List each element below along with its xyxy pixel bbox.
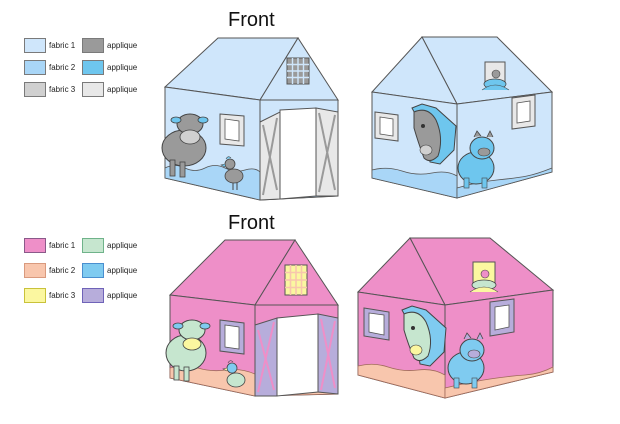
swatch (24, 263, 46, 278)
door-cross (262, 117, 278, 196)
horse-applique (401, 305, 447, 367)
legend-item: applique (82, 263, 137, 278)
legend-item: fabric 2 (24, 60, 75, 75)
legend-label: applique (107, 266, 138, 275)
legend-item: fabric 2 (24, 263, 75, 278)
grass-strip (371, 167, 458, 199)
window-pane (224, 324, 240, 350)
door-cross (320, 318, 336, 391)
window-pane (368, 312, 385, 336)
legend-label: fabric 3 (49, 85, 76, 94)
legend-label: applique (107, 85, 138, 94)
bird-applique (469, 269, 499, 293)
blue-barn-back-view (370, 36, 554, 199)
swatch (24, 38, 46, 53)
legend-item: applique (82, 82, 137, 97)
chicken-applique (222, 360, 246, 388)
pink-barn-back-view (356, 237, 555, 399)
pig-applique (447, 332, 485, 389)
chicken-applique (220, 156, 244, 190)
legend-item: applique (82, 38, 137, 53)
horse-applique (411, 103, 457, 165)
variant-2-title: Front (228, 212, 275, 234)
door-opening (276, 313, 319, 397)
legend-label: fabric 1 (49, 241, 76, 250)
swatch (24, 288, 46, 303)
legend-item: fabric 1 (24, 38, 75, 53)
legend-item: fabric 1 (24, 238, 75, 253)
swatch (82, 263, 104, 278)
variant-1-title: Front (228, 9, 275, 31)
legend-label: applique (107, 63, 138, 72)
blue-barn-front-view (161, 37, 339, 201)
door-opening (279, 107, 317, 200)
legend-item: fabric 3 (24, 82, 75, 97)
cow-applique (161, 113, 209, 178)
door-cross (318, 112, 336, 193)
swatch (82, 288, 104, 303)
legend-item: applique (82, 288, 137, 303)
swatch (82, 238, 104, 253)
pig-applique (457, 130, 495, 189)
door-cross (257, 321, 275, 393)
swatch (24, 60, 46, 75)
legend-item: applique (82, 60, 137, 75)
swatch (82, 82, 104, 97)
legend-label: applique (107, 241, 138, 250)
window-grid (285, 265, 307, 295)
legend-label: fabric 2 (49, 266, 76, 275)
legend-label: fabric 3 (49, 291, 76, 300)
legend-label: applique (107, 41, 138, 50)
window-pane (379, 116, 394, 137)
grass-strip (357, 363, 446, 399)
legend-item: applique (82, 238, 137, 253)
window-pane (494, 304, 510, 331)
window-grid (287, 58, 309, 84)
cow-applique (165, 319, 211, 382)
window-pane (516, 100, 531, 124)
legend-label: fabric 1 (49, 41, 76, 50)
legend-item: fabric 3 (24, 288, 75, 303)
bird-applique (481, 69, 510, 91)
grass-strip (164, 165, 261, 201)
pink-barn-front-view (165, 239, 339, 397)
swatch (82, 38, 104, 53)
swatch (24, 82, 46, 97)
window-pane (224, 118, 240, 142)
swatch (24, 238, 46, 253)
legend-label: fabric 2 (49, 63, 76, 72)
legend-label: applique (107, 291, 138, 300)
swatch (82, 60, 104, 75)
